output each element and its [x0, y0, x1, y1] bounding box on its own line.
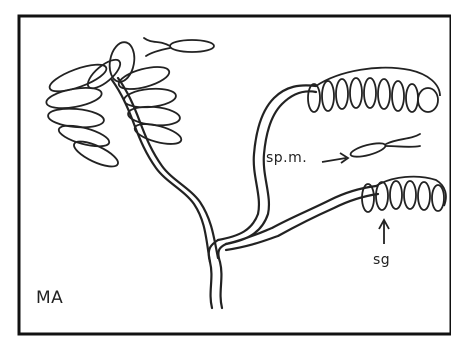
panel-label: MA	[36, 288, 63, 308]
figure-frame	[19, 16, 451, 334]
label-sg: sg	[373, 252, 390, 268]
label-sp-m: sp.m.	[266, 150, 307, 166]
